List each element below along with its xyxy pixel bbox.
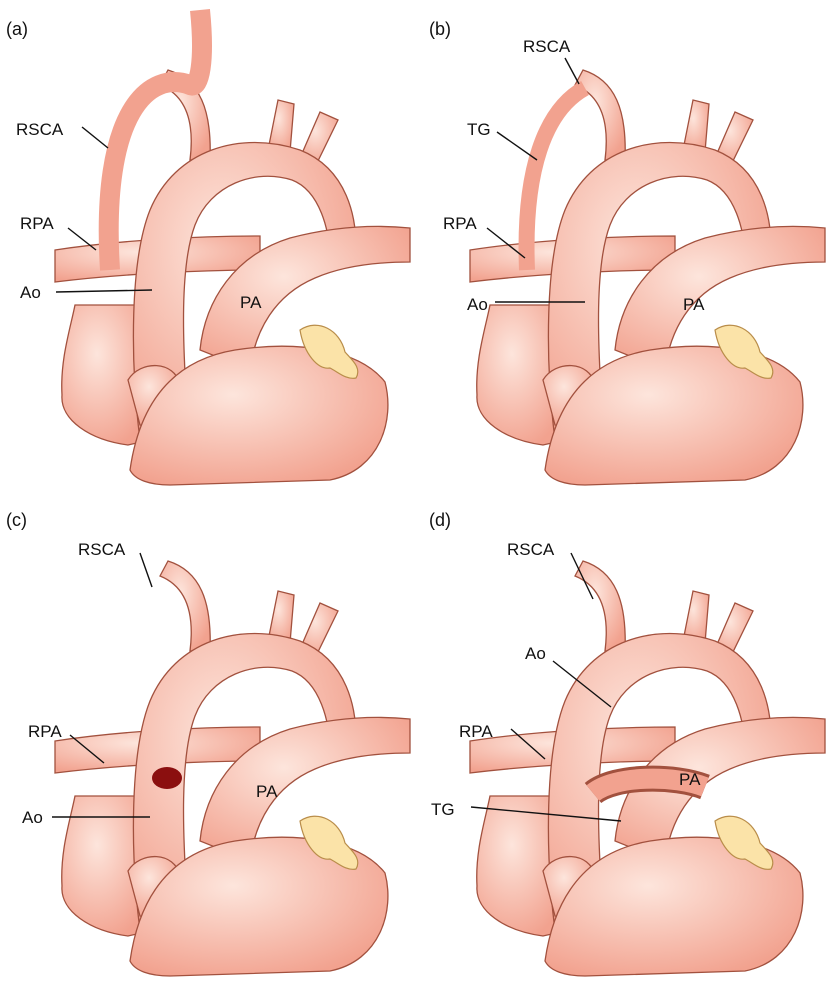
label-rpa: RPA: [20, 215, 54, 232]
panel-a-tag: (a): [6, 20, 28, 38]
label-pa: PA: [683, 296, 704, 313]
brachiocephalic: [575, 561, 625, 651]
label-ao: Ao: [467, 296, 488, 313]
heart-body: [55, 561, 410, 976]
label-rsca: RSCA: [523, 38, 570, 55]
label-rsca: RSCA: [78, 541, 125, 558]
label-tg: TG: [467, 121, 491, 138]
panel-b-tag: (b): [429, 20, 451, 38]
panel-c-illustration: [0, 491, 415, 982]
label-ao: Ao: [20, 284, 41, 301]
label-rpa: RPA: [459, 723, 493, 740]
panel-b: (b) RSCA TG RPA Ao PA: [415, 0, 830, 491]
heart-body: [55, 70, 410, 485]
label-ao: Ao: [525, 645, 546, 662]
label-ao: Ao: [22, 809, 43, 826]
brachiocephalic: [160, 561, 210, 651]
panel-d: (d) RSCA Ao RPA TG PA: [415, 491, 830, 982]
label-pa: PA: [256, 783, 277, 800]
label-rsca: RSCA: [507, 541, 554, 558]
panel-c: (c) RSCA RPA Ao PA: [0, 491, 415, 982]
label-rpa: RPA: [443, 215, 477, 232]
label-tg: TG: [431, 801, 455, 818]
label-pa: PA: [679, 771, 700, 788]
aortic-defect: [152, 767, 182, 789]
panel-a: (a) RSCA RPA Ao PA: [0, 0, 415, 491]
panel-d-tag: (d): [429, 511, 451, 529]
label-rsca: RSCA: [16, 121, 63, 138]
panel-b-illustration: [415, 0, 830, 491]
panel-a-illustration: [0, 0, 415, 491]
label-pa: PA: [240, 294, 261, 311]
heart-body: [470, 70, 825, 485]
panel-c-tag: (c): [6, 511, 27, 529]
label-rpa: RPA: [28, 723, 62, 740]
brachiocephalic: [575, 70, 625, 160]
